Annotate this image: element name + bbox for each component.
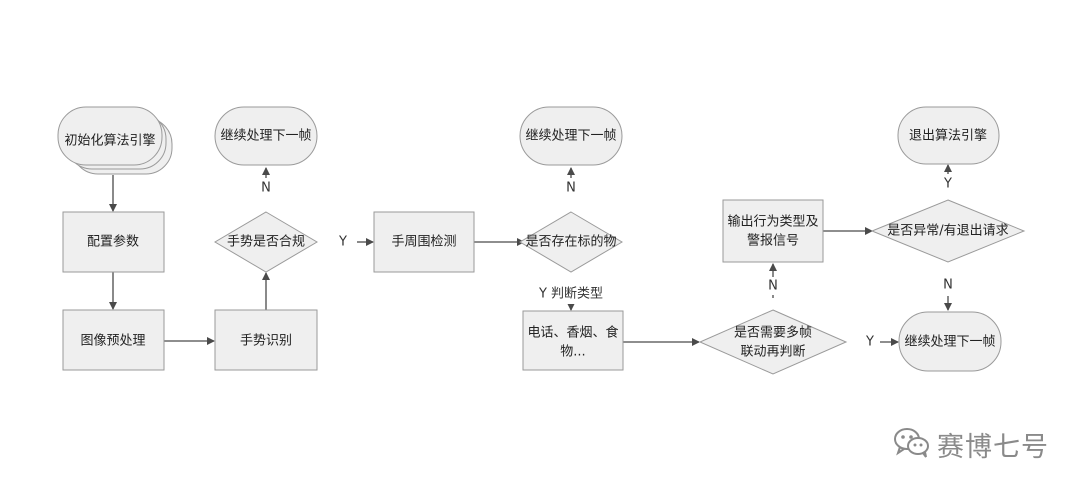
node-continue-1: 继续处理下一帧	[214, 106, 318, 166]
node-continue-1-label: 继续处理下一帧	[220, 129, 311, 144]
edge-label-gesture-yes: Y	[338, 235, 347, 250]
node-gesture-check: 手势是否合规	[214, 211, 318, 273]
node-multi-frame-check: 是否需要多帧 联动再判断	[698, 309, 848, 375]
node-continue-3: 继续处理下一帧	[898, 311, 1002, 372]
node-init-engine: 初始化算法引擎	[57, 106, 173, 175]
node-image-preprocess: 图像预处理	[62, 309, 165, 371]
node-gesture-recognition-label: 手势识别	[240, 333, 292, 349]
node-exit-engine: 退出算法引擎	[897, 106, 1000, 165]
node-continue-2-label: 继续处理下一帧	[525, 129, 616, 144]
edge-label-multi-yes: Y	[865, 335, 874, 350]
node-gesture-recognition: 手势识别	[214, 309, 318, 371]
edge-label-gesture-no: N	[261, 181, 271, 196]
edge-labels: N Y N Y 判断类型 N Y Y N	[258, 175, 956, 351]
node-init-engine-label: 初始化算法引擎	[64, 134, 155, 149]
edge-label-target-yes: Y 判断类型	[538, 287, 603, 302]
wechat-icon	[893, 426, 931, 462]
node-hand-detect-label: 手周围检测	[391, 235, 456, 250]
node-exit-engine-label: 退出算法引擎	[909, 129, 987, 144]
node-config-params: 配置参数	[62, 211, 165, 273]
watermark-text: 赛博七号	[937, 431, 1049, 463]
node-judge-items: 电话、香烟、食 物...	[522, 310, 624, 371]
node-judge-items-line2: 物...	[560, 345, 585, 360]
node-multi-frame-line1: 是否需要多帧	[734, 325, 812, 341]
edge-label-exit-no: N	[943, 278, 953, 293]
node-output-alert: 输出行为类型及 警报信号	[722, 199, 824, 263]
watermark: 赛博七号	[893, 422, 1049, 466]
edge-label-target-no: N	[566, 181, 576, 196]
node-exit-check: 是否异常/有退出请求	[870, 199, 1026, 263]
node-image-preprocess-label: 图像预处理	[80, 334, 145, 349]
node-judge-items-line1: 电话、香烟、食	[527, 325, 618, 341]
node-gesture-check-label: 手势是否合规	[227, 234, 305, 250]
node-target-check-label: 是否存在标的物	[525, 234, 616, 250]
node-output-line2: 警报信号	[747, 233, 799, 249]
node-hand-detect: 手周围检测	[373, 211, 475, 273]
node-multi-frame-line2: 联动再判断	[740, 345, 805, 360]
edge-label-multi-no: N	[768, 279, 778, 294]
node-target-check: 是否存在标的物	[519, 211, 623, 273]
edge-label-exit-yes: Y	[943, 177, 952, 192]
node-output-line1: 输出行为类型及	[727, 214, 818, 230]
node-exit-check-label: 是否异常/有退出请求	[887, 224, 1008, 239]
node-continue-2: 继续处理下一帧	[519, 106, 623, 166]
node-config-params-label: 配置参数	[87, 234, 139, 250]
node-continue-3-label: 继续处理下一帧	[904, 335, 995, 350]
